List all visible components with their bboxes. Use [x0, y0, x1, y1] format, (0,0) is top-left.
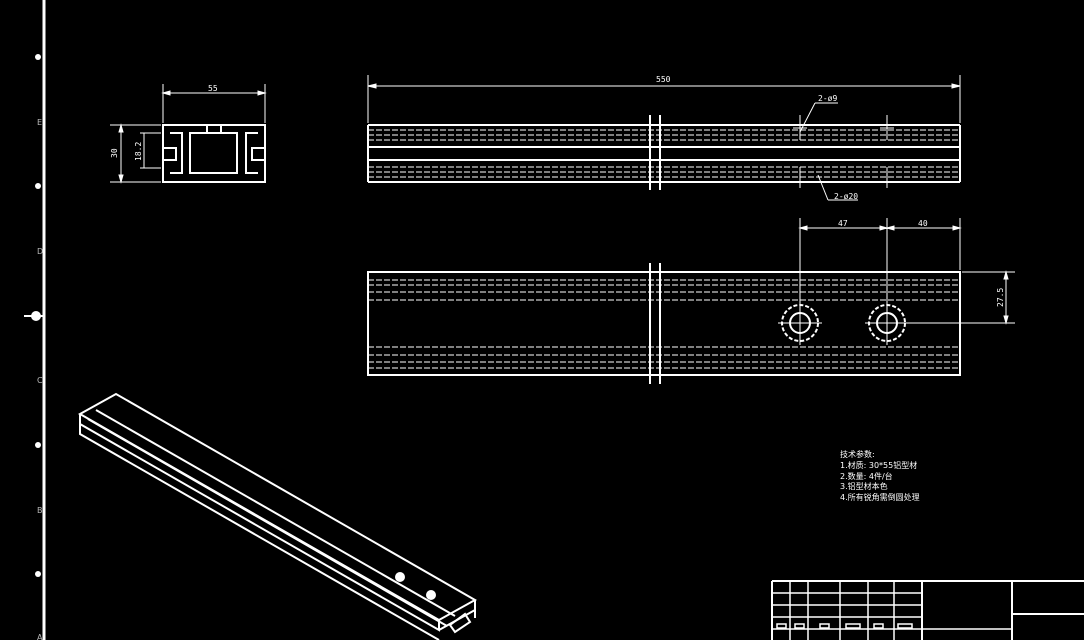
- technical-notes: 技术参数: 1.材质: 30*55铝型材 2.数量: 4件/台 3.铝型材本色 …: [840, 449, 920, 502]
- title-block: [771, 580, 1084, 640]
- notes-title: 技术参数:: [840, 449, 875, 459]
- hole-callout-bottom: 2-ø20: [834, 192, 858, 201]
- zone-label-e: E: [37, 118, 42, 127]
- notes-line-3: 3.铝型材本色: [840, 481, 888, 491]
- section-view: 55 30 18.2: [110, 84, 267, 184]
- top-view: 550 2-ø9 2-ø20: [367, 75, 961, 201]
- hole-callout-top: 2-ø9: [818, 94, 837, 103]
- section-slot-dim: 18.2: [134, 142, 143, 161]
- front-view: 47 40 27.5: [367, 218, 1015, 384]
- hole-spacing-dim-2: 40: [918, 219, 928, 228]
- zone-label-b: B: [37, 506, 43, 515]
- drawing-border-left: E D C B A: [24, 0, 46, 640]
- length-dim: 550: [656, 75, 671, 84]
- section-width-dim: 55: [208, 84, 218, 93]
- zone-label-d: D: [37, 247, 43, 256]
- zone-label-a: A: [37, 633, 43, 640]
- isometric-view: [77, 392, 478, 640]
- notes-line-1: 1.材质: 30*55铝型材: [840, 460, 917, 470]
- hole-spacing-dim-1: 47: [838, 219, 848, 228]
- zone-label-c: C: [37, 376, 43, 385]
- notes-line-2: 2.数量: 4件/台: [840, 471, 893, 481]
- notes-line-4: 4.所有锐角需倒圆处理: [840, 492, 920, 502]
- hole-height-dim: 27.5: [996, 288, 1005, 307]
- section-height-dim: 30: [110, 148, 119, 158]
